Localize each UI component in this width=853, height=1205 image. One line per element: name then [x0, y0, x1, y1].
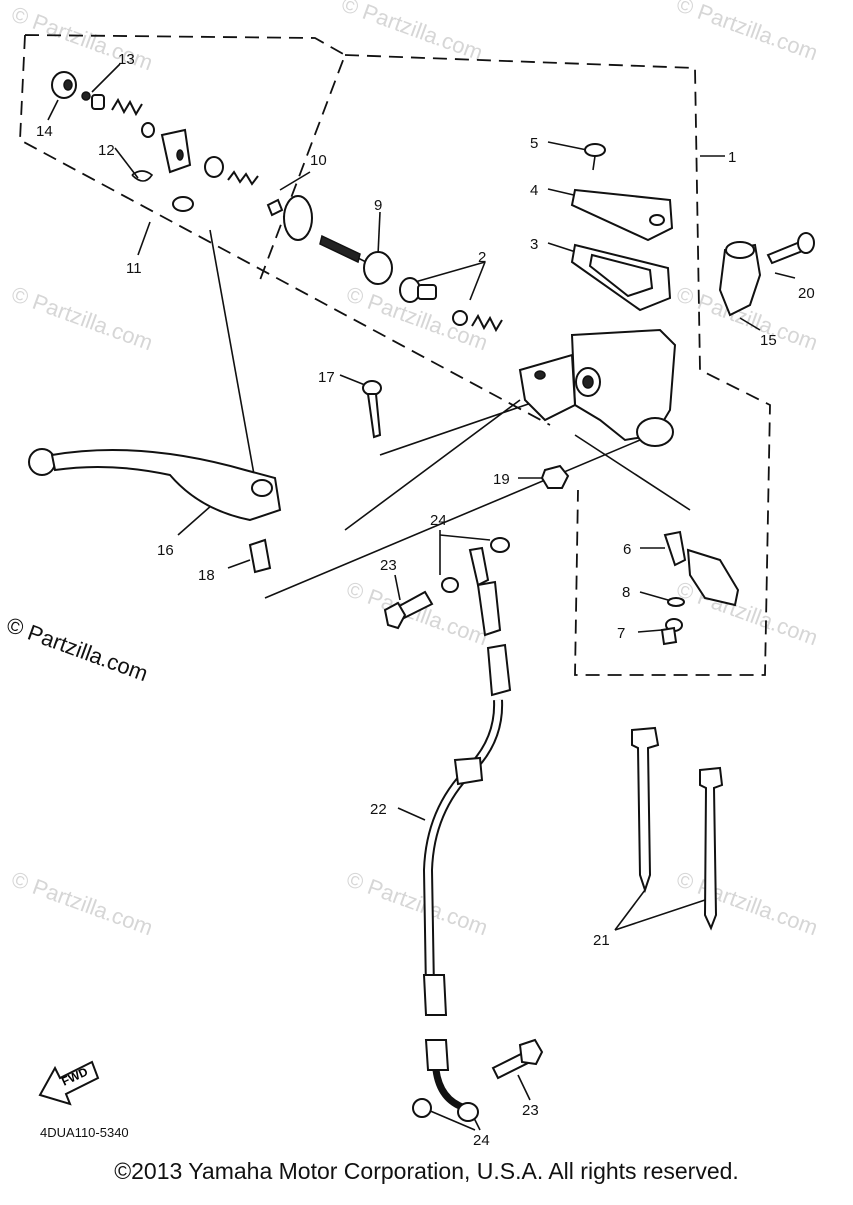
- watermark: © Partzilla.com: [343, 866, 491, 940]
- watermark: © Partzilla.com: [673, 0, 821, 65]
- callout-18: 18: [198, 567, 215, 584]
- watermarks: © Partzilla.com © Partzilla.com © Partzi…: [8, 0, 821, 940]
- group-boundaries: [19, 34, 771, 676]
- callout-24: 24: [430, 512, 447, 529]
- callout-15: 15: [760, 332, 777, 349]
- part-10-boot: [266, 195, 313, 241]
- part-7-screw: [660, 618, 683, 646]
- watermark: © Partzilla.com: [673, 576, 821, 650]
- callout-7: 7: [617, 625, 625, 642]
- callout-2: 2: [478, 249, 486, 266]
- fwd-arrow-icon: FWD: [38, 1060, 100, 1106]
- part-3-diaphragm: [570, 243, 672, 312]
- callout-10: 10: [310, 152, 327, 169]
- callout-9: 9: [374, 197, 382, 214]
- callout-22: 22: [370, 801, 387, 818]
- callout-1: 1: [728, 149, 736, 166]
- part-21-cable-ties: [631, 726, 724, 931]
- part-14-cap: [51, 71, 77, 99]
- part-15-clamp: [718, 241, 762, 317]
- part-23-banjo-bolt: [383, 590, 544, 1080]
- part-5-screw: [584, 143, 606, 171]
- callout-4: 4: [530, 182, 538, 199]
- assembly-1-boundary: [344, 54, 771, 676]
- callout-8: 8: [622, 584, 630, 601]
- callout-13: 13: [118, 51, 135, 68]
- part-24-washers: [412, 1098, 479, 1122]
- callout-17: 17: [318, 369, 335, 386]
- callout-23: 23: [380, 557, 397, 574]
- callout-23: 23: [522, 1102, 539, 1119]
- watermark: © Partzilla.com: [8, 866, 156, 940]
- part-22-brake-hose: [422, 537, 512, 1112]
- part-17-screw: [362, 380, 382, 439]
- callout-14: 14: [36, 123, 53, 140]
- part-6-switch: [663, 530, 740, 607]
- watermark: © Partzilla.com: [338, 0, 486, 65]
- callout-24: 24: [473, 1132, 490, 1149]
- diagram-code: 4DUA110-5340: [40, 1125, 129, 1140]
- assembly-11-boundary: [19, 34, 551, 426]
- part-9-pushrod: [319, 234, 393, 285]
- callout-16: 16: [157, 542, 174, 559]
- callout-6: 6: [623, 541, 631, 558]
- part-20-bolt: [766, 232, 815, 265]
- callout-11: 11: [126, 260, 142, 277]
- part-2-piston-kit: [399, 277, 503, 333]
- copyright-notice: ©2013 Yamaha Motor Corporation, U.S.A. A…: [114, 1158, 739, 1184]
- part-4-cap: [570, 188, 674, 242]
- part-18-collar: [248, 538, 272, 574]
- callouts: 1 2 3 4 5 6 7 8 9 10 11 12 13 14 15 16 1…: [36, 51, 815, 1149]
- part-19-nut: [540, 464, 570, 489]
- master-cylinder-body: [518, 328, 677, 447]
- part-8-washer: [667, 597, 685, 607]
- watermark: © Partzilla.com: [8, 281, 156, 355]
- watermark: © Partzilla.com: [343, 576, 491, 650]
- callout-12: 12: [98, 142, 115, 159]
- part-spring-small: [204, 156, 259, 186]
- callout-19: 19: [493, 471, 510, 488]
- part-13-spring-group: [81, 91, 155, 138]
- callout-20: 20: [798, 285, 815, 302]
- part-12-piston: [131, 128, 194, 212]
- part-16-lever: [28, 448, 282, 522]
- callout-5: 5: [530, 135, 538, 152]
- callout-3: 3: [530, 236, 538, 253]
- callout-21: 21: [593, 932, 610, 949]
